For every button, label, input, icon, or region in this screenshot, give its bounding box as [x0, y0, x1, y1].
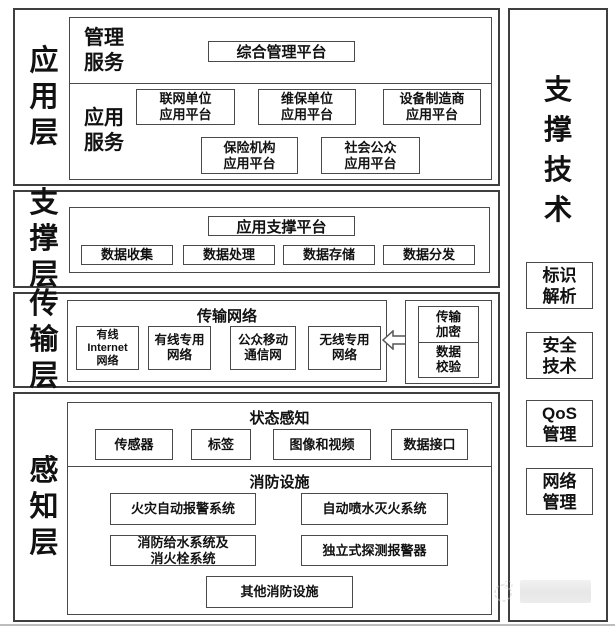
maintenance-unit-platform-box: 维保单位 应用平台	[258, 89, 356, 125]
application-services-label: 应用 服务	[84, 107, 124, 154]
perception-layer-label: 感 知 层	[29, 455, 59, 559]
data-verification-box: 数据 校验	[418, 342, 479, 378]
application-layer-box: 应 用 层 管理 服务 综合管理平台 应用 服务 联网单位 应用平台 维保单位 …	[13, 8, 500, 186]
state-sensing-section: 状态感知 传感器 标签 图像和视频 数据接口	[68, 403, 491, 467]
sensor-box: 传感器	[95, 429, 173, 460]
bottom-divider	[0, 624, 615, 626]
watermark-icon	[494, 580, 513, 602]
support-inner-box: 应用支撑平台 数据收集 数据处理 数据存储 数据分发	[69, 207, 490, 273]
sprinkler-system-box: 自动喷水灭火系统	[301, 493, 448, 525]
perception-inner-box: 状态感知 传感器 标签 图像和视频 数据接口 消防设施 火灾自动报警系统 自动喷…	[67, 402, 492, 615]
support-technology-title: 支 撑 技 术	[543, 74, 572, 225]
watermark-blur	[520, 580, 591, 603]
management-services-label: 管理 服务	[84, 26, 124, 74]
public-platform-box: 社会公众 应用平台	[321, 137, 420, 174]
support-layer-label: 支 撑 层	[29, 187, 59, 291]
public-mobile-network-box: 公众移动 通信网	[230, 326, 296, 370]
standalone-detector-box: 独立式探测报警器	[301, 535, 448, 566]
state-sensing-title: 状态感知	[249, 410, 310, 427]
tag-box: 标签	[191, 429, 251, 460]
transmission-layer-box: 传 输 层 传输网络 有线 Internet 网络 有线专用 网络 公众移动 通…	[13, 288, 500, 392]
other-fire-facilities-box: 其他消防设施	[206, 576, 353, 608]
image-video-box: 图像和视频	[273, 429, 371, 460]
transmission-network-title: 传输网络	[196, 308, 257, 325]
identifier-resolution-box: 标识 解析	[526, 262, 593, 309]
security-outer-box: 传输 加密 数据 校验	[405, 300, 492, 384]
wireless-dedicated-network-box: 无线专用 网络	[308, 326, 381, 370]
qos-management-box: QoS 管理	[526, 400, 593, 447]
data-processing-box: 数据处理	[183, 245, 275, 265]
data-distribution-box: 数据分发	[383, 245, 475, 265]
transmission-network-box: 传输网络 有线 Internet 网络 有线专用 网络 公众移动 通信网 无线专…	[67, 300, 387, 382]
wired-internet-network-box: 有线 Internet 网络	[76, 326, 139, 370]
application-support-platform-box: 应用支撑平台	[208, 216, 355, 236]
integrated-management-platform-box: 综合管理平台	[208, 41, 355, 62]
management-services-section: 管理 服务 综合管理平台	[70, 18, 491, 84]
fire-water-supply-box: 消防给水系统及 消火栓系统	[110, 535, 256, 566]
perception-layer-box: 感 知 层 状态感知 传感器 标签 图像和视频 数据接口 消防设施 火灾自动报警…	[13, 392, 500, 622]
transmission-encryption-box: 传输 加密	[418, 306, 479, 342]
security-technology-box: 安全 技术	[526, 332, 593, 379]
equipment-manufacturer-platform-box: 设备制造商 应用平台	[383, 89, 481, 125]
fire-facilities-title: 消防设施	[249, 474, 310, 491]
data-collection-box: 数据收集	[81, 245, 173, 265]
application-layer-label: 应 用 层	[29, 45, 59, 149]
insurance-institution-platform-box: 保险机构 应用平台	[201, 137, 298, 174]
support-technology-panel: 支 撑 技 术 标识 解析 安全 技术 QoS 管理 网络 管理	[508, 8, 608, 622]
network-management-box: 网络 管理	[526, 468, 593, 515]
data-storage-box: 数据存储	[283, 245, 375, 265]
application-inner-box: 管理 服务 综合管理平台 应用 服务 联网单位 应用平台 维保单位 应用平台 设…	[69, 17, 492, 180]
application-services-section: 应用 服务 联网单位 应用平台 维保单位 应用平台 设备制造商 应用平台 保险机…	[70, 84, 491, 178]
transmission-layer-label: 传 输 层	[29, 288, 59, 392]
wired-dedicated-network-box: 有线专用 网络	[148, 326, 211, 370]
support-layer-box: 支 撑 层 应用支撑平台 数据收集 数据处理 数据存储 数据分发	[13, 187, 500, 291]
networked-unit-platform-box: 联网单位 应用平台	[136, 89, 235, 125]
data-interface-box: 数据接口	[391, 429, 468, 460]
fire-alarm-system-box: 火灾自动报警系统	[110, 493, 256, 525]
fire-facilities-section: 消防设施 火灾自动报警系统 自动喷水灭火系统 消防给水系统及 消火栓系统 独立式…	[68, 467, 491, 613]
